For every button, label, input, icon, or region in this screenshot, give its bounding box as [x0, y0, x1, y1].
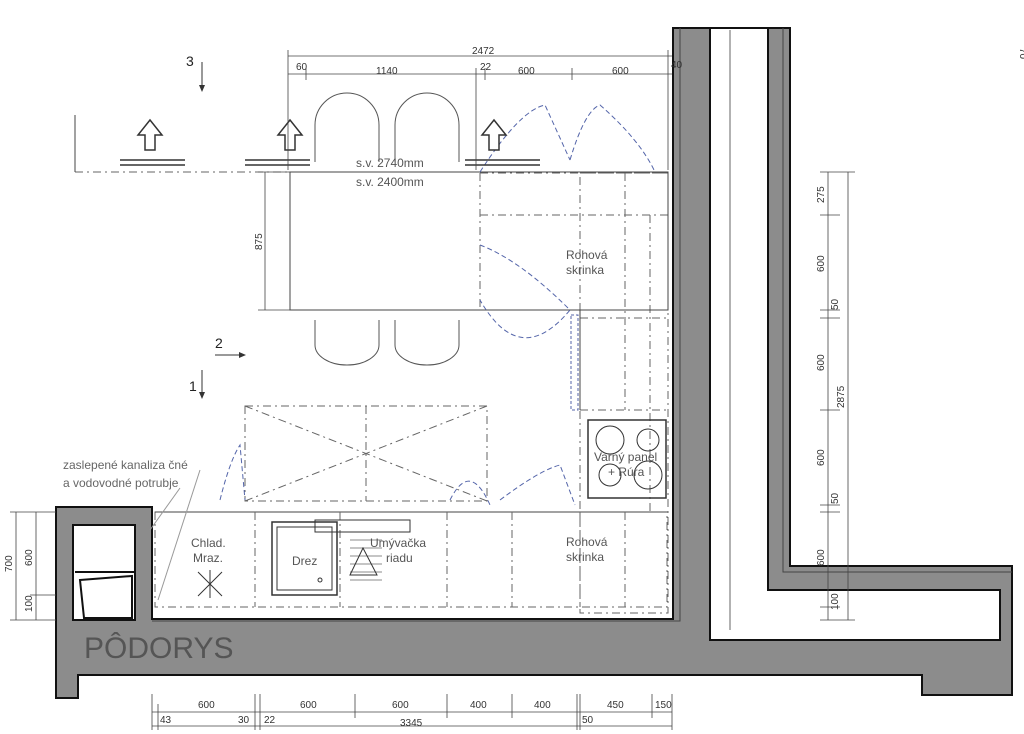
sink-label: Drez [292, 554, 317, 568]
dimension-top [287, 50, 672, 170]
corner-cabinet-bottom-line2: skrinka [566, 550, 604, 564]
fridge-label-line1: Chlad. [191, 536, 226, 550]
dim-top-total: 2472 [472, 46, 495, 57]
dim-right-600b: 600 [816, 354, 827, 371]
dim-bottom-600c: 600 [392, 700, 409, 711]
dim-left-700: 700 [4, 555, 15, 572]
plan-title: PÔDORYS [84, 631, 234, 665]
dim-right-100: 100 [830, 593, 841, 610]
section-2-label: 2 [215, 335, 223, 351]
dishwasher-label-line1: Umývačka [370, 536, 426, 550]
edge-mark: 70 [1017, 48, 1024, 60]
dim-top-1140: 1140 [376, 66, 398, 77]
dim-bottom-43: 43 [160, 715, 172, 726]
dim-table-depth: 875 [254, 233, 265, 250]
dim-bottom-600a: 600 [198, 700, 215, 711]
hob-label-line2: + Rúra [608, 465, 645, 479]
dim-right-600a: 600 [816, 255, 827, 272]
wall-structure [55, 27, 1013, 699]
dishwasher-label-line2: riadu [386, 551, 413, 565]
corner-cabinet-top-line2: skrinka [566, 263, 604, 277]
dim-right-total: 2875 [836, 385, 847, 408]
section-3-label: 3 [186, 53, 194, 69]
dim-right-275: 275 [816, 186, 827, 203]
table-size-2: s.v. 2400mm [356, 175, 424, 189]
dim-top-600a: 600 [518, 66, 535, 77]
dim-top-600b: 600 [612, 66, 629, 77]
dimension-right [820, 171, 855, 621]
dimension-bottom [151, 694, 673, 730]
dim-right-50a: 50 [830, 298, 841, 310]
dim-bottom-22: 22 [264, 715, 276, 726]
dim-bottom-50: 50 [582, 715, 594, 726]
dim-right-50b: 50 [830, 492, 841, 504]
dim-bottom-400b: 400 [534, 700, 551, 711]
dim-bottom-400a: 400 [470, 700, 487, 711]
dim-top-60: 60 [296, 62, 308, 73]
dim-bottom-150: 150 [655, 700, 672, 711]
dim-bottom-600b: 600 [300, 700, 317, 711]
corner-cabinet-top-line1: Rohová [566, 248, 608, 262]
dim-bottom-total: 3345 [400, 718, 423, 729]
dim-left-100: 100 [24, 595, 35, 612]
section-1-label: 1 [189, 378, 197, 394]
dim-bottom-30: 30 [238, 715, 250, 726]
pipe-note-line1: zaslepené kanaliza čné [63, 458, 188, 472]
corner-cabinet-bottom-line1: Rohová [566, 535, 608, 549]
dim-top-40: 40 [671, 60, 683, 71]
table-size-1: s.v. 2740mm [356, 156, 424, 170]
dim-right-600d: 600 [816, 549, 827, 566]
dim-bottom-450: 450 [607, 700, 624, 711]
dim-left-600: 600 [24, 549, 35, 566]
hob-label-line1: Varný panel [594, 450, 657, 464]
pipe-note-line2: a vodovodné potrubje [63, 476, 179, 490]
section-arrows [120, 118, 540, 166]
fridge-label-line2: Mraz. [193, 551, 223, 565]
dim-top-22: 22 [480, 62, 492, 73]
dim-right-600c: 600 [816, 449, 827, 466]
